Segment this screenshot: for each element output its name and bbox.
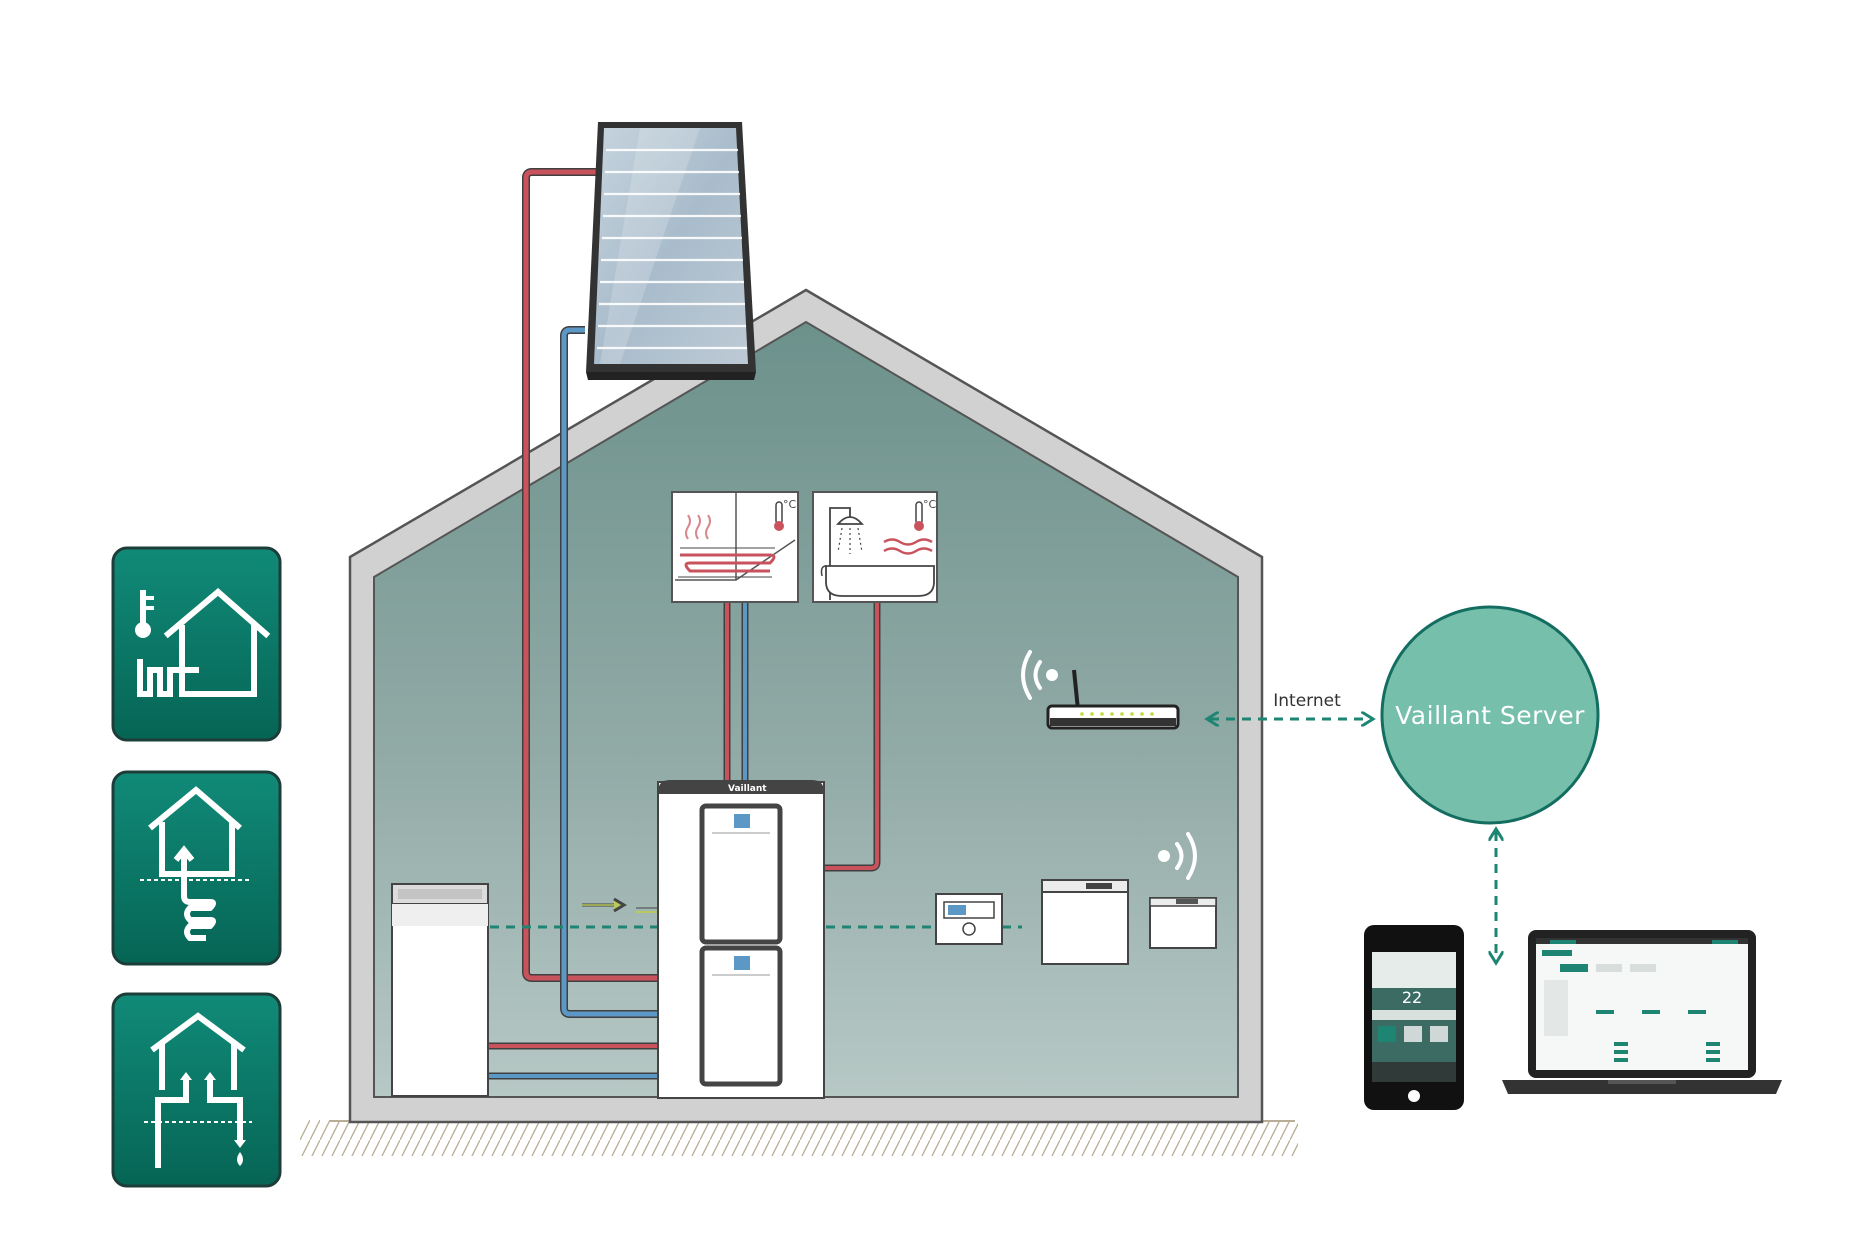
svg-text:°C: °C — [783, 498, 797, 511]
shower-icon — [829, 507, 864, 600]
water-source-house-icon — [111, 992, 282, 1188]
thermometer-icon: °C — [914, 498, 937, 531]
smartphone-device: 22 — [1364, 925, 1464, 1110]
wifi-signal-icon — [1021, 650, 1058, 700]
solar-collector — [586, 122, 756, 380]
house — [348, 288, 1264, 1124]
tank-brand-logo: Vaillant — [728, 784, 767, 794]
gateway-module — [1041, 879, 1129, 965]
bathtub-icon — [820, 565, 935, 597]
hot-water-card: °C — [812, 491, 938, 603]
tank-pipes — [723, 600, 881, 872]
thermostat-device — [935, 893, 1003, 945]
laptop-device — [1502, 930, 1782, 1094]
vaillant-server: Vaillant Server — [1380, 605, 1600, 825]
server-label: Vaillant Server — [1395, 701, 1585, 730]
router-device — [1046, 669, 1180, 730]
ground-source-house-icon — [111, 770, 282, 966]
wireless-signal-icon — [1158, 832, 1197, 880]
floor-heating-card: °C — [671, 491, 799, 603]
internet-link: Internet — [1210, 691, 1370, 719]
heat-pump-pipes — [487, 1042, 658, 1080]
wireless-receiver — [1149, 897, 1217, 949]
ground — [300, 1120, 1298, 1156]
heat-pump-unit — [391, 883, 489, 1097]
storage-tank: Vaillant — [657, 780, 825, 1099]
heating-house-icon — [111, 546, 282, 742]
internet-label: Internet — [1273, 691, 1341, 711]
solar-pipes — [522, 168, 658, 1018]
thermometer-icon: °C — [774, 498, 797, 531]
svg-text:°C: °C — [923, 498, 937, 511]
phone-temperature: 22 — [1402, 988, 1422, 1007]
